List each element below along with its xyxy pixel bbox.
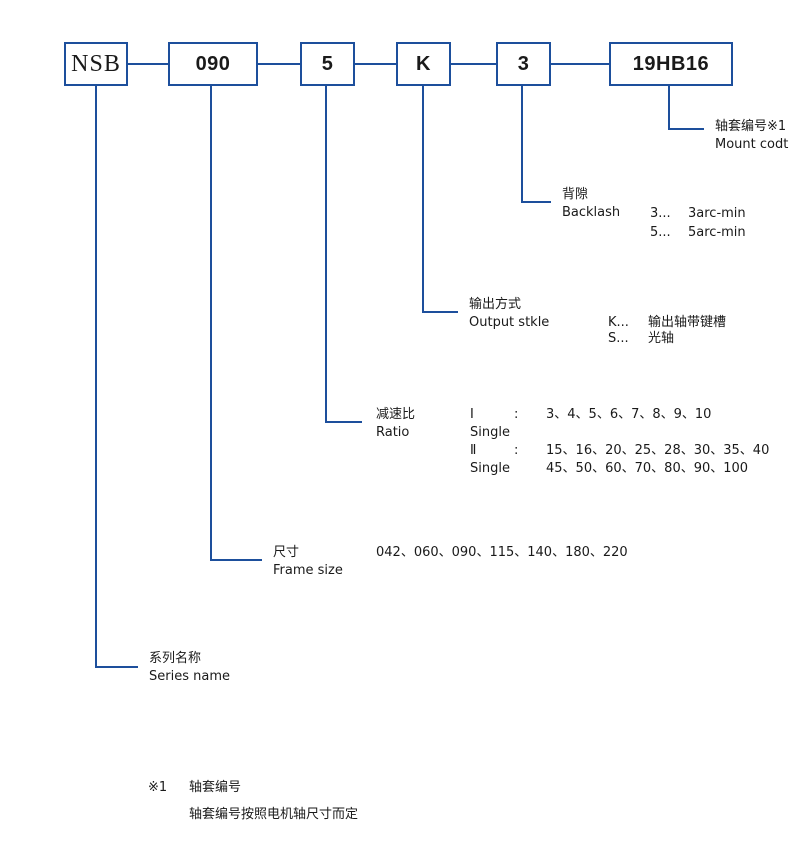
series-title-en: Series name: [149, 669, 230, 684]
backlash-option-code: 3...: [650, 206, 671, 221]
ratio-stage: Ⅱ: [470, 443, 477, 458]
leader-frame: [210, 86, 262, 561]
ratio-values: 3、4、5、6、7、8、9、10: [546, 407, 712, 422]
footnote-mark: ※1: [148, 780, 168, 795]
code-box-mount: 19HB16: [609, 42, 733, 86]
ratio-title-cn: 减速比: [376, 407, 416, 422]
footnote-title: 轴套编号: [189, 780, 242, 795]
ratio-title-en: Ratio: [376, 425, 410, 440]
leader-backlash: [521, 86, 551, 203]
ratio-colon: :: [514, 407, 519, 422]
code-box-frame-size: 090: [168, 42, 258, 86]
frame-values: 042、060、090、115、140、180、220: [376, 545, 628, 560]
output-title-en: Output stkle: [469, 315, 550, 330]
output-option-code: K...: [608, 315, 629, 330]
code-box-output: K: [396, 42, 451, 86]
mount-title-cn: 轴套编号※1: [715, 119, 787, 134]
mount-title-en: Mount codt: [715, 137, 789, 152]
frame-title-cn: 尺寸: [273, 545, 300, 560]
ratio-stage: Single: [470, 461, 510, 476]
code-box-backlash: 3: [496, 42, 551, 86]
backlash-option-desc: 3arc-min: [688, 206, 746, 221]
code-box-series: NSB: [64, 42, 128, 86]
backlash-title-cn: 背隙: [562, 187, 589, 202]
backlash-option-code: 5...: [650, 225, 671, 240]
leader-series: [95, 86, 138, 668]
output-option-code: S...: [608, 331, 629, 346]
series-title-cn: 系列名称: [149, 651, 202, 666]
output-option-desc: 输出轴带键槽: [648, 315, 727, 330]
frame-title-en: Frame size: [273, 563, 343, 578]
leader-mount: [668, 86, 704, 130]
footnote-text: 轴套编号按照电机轴尺寸而定: [189, 807, 359, 822]
leader-ratio: [325, 86, 362, 423]
backlash-option-desc: 5arc-min: [688, 225, 746, 240]
ratio-values: 45、50、60、70、80、90、100: [546, 461, 749, 476]
backlash-title-en: Backlash: [562, 205, 621, 220]
leader-output: [422, 86, 458, 313]
output-title-cn: 输出方式: [469, 297, 522, 312]
output-option-desc: 光轴: [648, 331, 675, 346]
ratio-colon: :: [514, 443, 519, 458]
code-box-ratio: 5: [300, 42, 355, 86]
ratio-stage: Single: [470, 425, 510, 440]
ratio-stage: Ⅰ: [470, 407, 474, 422]
ratio-values: 15、16、20、25、28、30、35、40: [546, 443, 770, 458]
